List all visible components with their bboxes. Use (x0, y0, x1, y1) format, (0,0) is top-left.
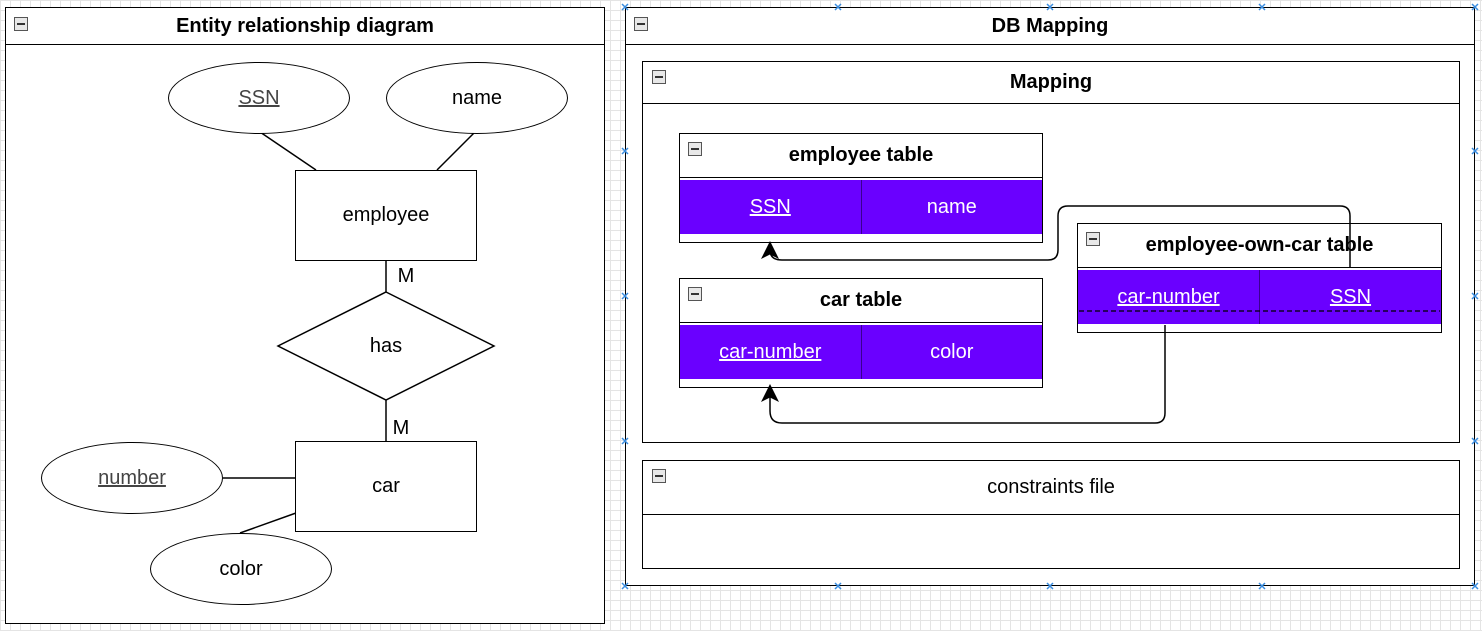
constraints-file-title: constraints file (987, 476, 1115, 498)
attribute-name-label: name (451, 86, 503, 109)
cardinality-bottom: M (392, 416, 410, 439)
employee-table-collapse-icon[interactable] (688, 142, 702, 156)
relationship-has-label[interactable]: has (369, 334, 403, 357)
employee-own-car-collapse-icon[interactable] (1086, 232, 1100, 246)
attribute-ssn[interactable]: SSN (168, 62, 350, 134)
attribute-name[interactable]: name (386, 62, 568, 134)
db-mapping-title: DB Mapping (991, 14, 1109, 37)
car-table-columns: car-number color (680, 325, 1042, 379)
employee-own-car-columns: car-number SSN (1078, 270, 1441, 324)
employee-own-car-table[interactable]: employee-own-car table car-number SSN (1077, 223, 1442, 333)
employee-column-name[interactable]: name (860, 180, 1043, 234)
entity-car[interactable]: car (295, 441, 477, 532)
employee-table[interactable]: employee table SSN name (679, 133, 1043, 243)
own-column-ssn[interactable]: SSN (1259, 270, 1441, 324)
attribute-color[interactable]: color (150, 533, 332, 605)
mapping-header: Mapping (643, 62, 1459, 104)
er-diagram-title: Entity relationship diagram (176, 14, 434, 37)
car-table-title: car table (819, 289, 903, 311)
constraints-file-header: constraints file (643, 461, 1459, 515)
entity-employee-label: employee (342, 204, 430, 226)
own-column-car-number[interactable]: car-number (1117, 285, 1220, 308)
cardinality-top: M (397, 264, 415, 287)
employee-table-title: employee table (788, 144, 934, 166)
attribute-ssn-label: SSN (238, 86, 280, 109)
entity-car-label: car (372, 475, 400, 497)
employee-table-header: employee table (680, 134, 1042, 178)
db-mapping-header: DB Mapping (626, 8, 1474, 45)
constraints-file-container[interactable]: constraints file (642, 460, 1460, 569)
employee-own-car-table-title: employee-own-car table (1145, 234, 1374, 256)
car-column-color[interactable]: color (860, 325, 1043, 379)
employee-table-columns: SSN name (680, 180, 1042, 234)
er-diagram-header: Entity relationship diagram (6, 8, 604, 45)
car-table-collapse-icon[interactable] (688, 287, 702, 301)
car-table-header: car table (680, 279, 1042, 323)
db-collapse-icon[interactable] (634, 17, 648, 31)
car-table[interactable]: car table car-number color (679, 278, 1043, 388)
constraints-collapse-icon[interactable] (652, 469, 666, 483)
employee-column-ssn[interactable]: SSN (749, 195, 791, 218)
mapping-collapse-icon[interactable] (652, 70, 666, 84)
er-collapse-icon[interactable] (14, 17, 28, 31)
attribute-number[interactable]: number (41, 442, 223, 514)
employee-own-car-table-header: employee-own-car table (1078, 224, 1441, 268)
mapping-title: Mapping (1009, 71, 1093, 93)
entity-employee[interactable]: employee (295, 170, 477, 261)
attribute-color-label: color (219, 557, 263, 580)
car-column-car-number[interactable]: car-number (719, 340, 822, 363)
attribute-number-label: number (98, 466, 166, 489)
